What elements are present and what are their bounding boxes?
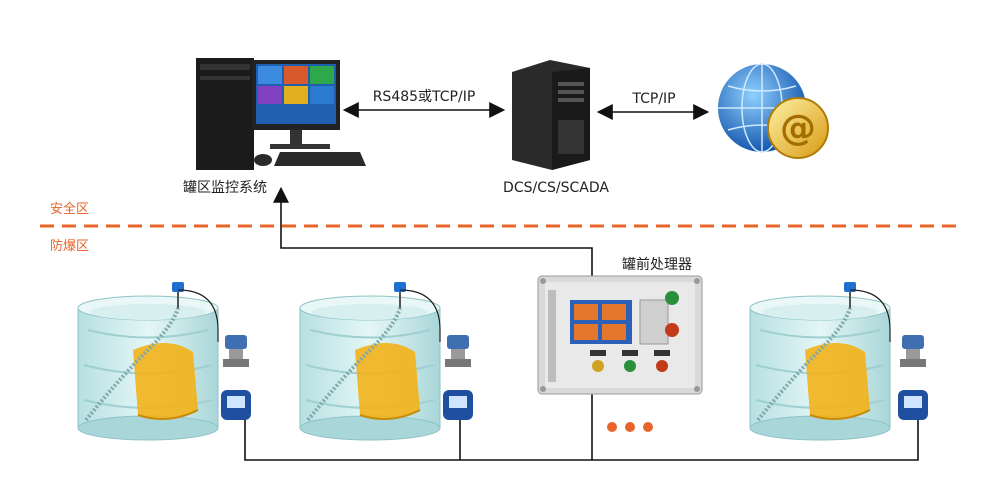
svg-text:@: @: [780, 108, 816, 149]
pressure-transmitter-icon: [221, 335, 251, 420]
control-cabinet-icon: [537, 275, 703, 395]
more-tanks-ellipsis: [607, 422, 653, 432]
pressure-transmitter-icon: [898, 335, 928, 420]
server-tower-icon: [512, 60, 590, 170]
pressure-transmitter-icon: [443, 335, 473, 420]
processor-to-pc-wire: [273, 186, 593, 276]
dcs-label: DCS/CS/SCADA: [503, 180, 609, 196]
monitor-system-label: 罐区监控系统: [183, 180, 267, 196]
link-pc-dcs-label: RS485或TCP/IP: [373, 89, 476, 105]
desktop-computer-icon: [196, 58, 366, 170]
explosion-proof-zone-label: 防爆区: [50, 238, 89, 254]
field-bus-wire: [244, 420, 919, 461]
safe-zone-label: 安全区: [50, 201, 89, 217]
storage-tank-icon: [748, 280, 892, 442]
pre-tank-processor-label: 罐前处理器: [622, 256, 692, 273]
storage-tank-icon: [76, 280, 220, 442]
storage-tank-icon: [298, 280, 442, 442]
link-dcs-internet-label: TCP/IP: [631, 91, 675, 107]
globe-at-icon: @: [718, 63, 829, 159]
